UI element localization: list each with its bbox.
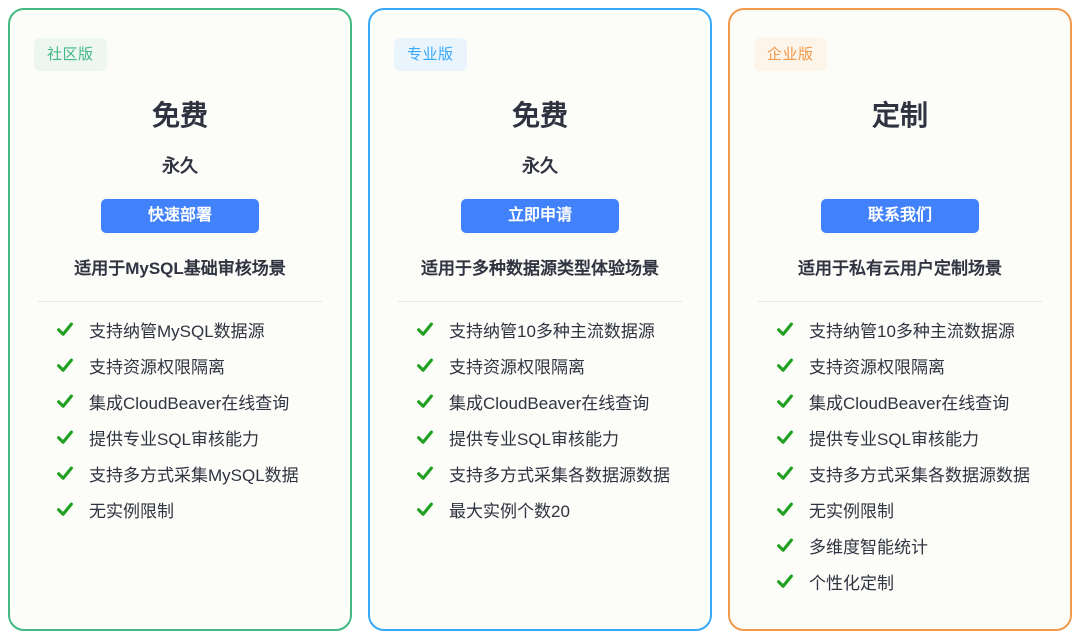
feature-item: 集成CloudBeaver在线查询	[56, 389, 326, 413]
feature-label: 支持纳管10多种主流数据源	[809, 321, 1015, 341]
check-icon	[57, 322, 73, 336]
feature-label: 提供专业SQL审核能力	[809, 429, 980, 449]
check-icon	[57, 502, 73, 516]
feature-label: 个性化定制	[809, 573, 894, 593]
feature-item: 集成CloudBeaver在线查询	[416, 389, 686, 413]
feature-item: 支持资源权限隔离	[416, 353, 686, 377]
feature-item: 个性化定制	[776, 569, 1046, 593]
price-duration: 永久	[162, 156, 198, 176]
feature-label: 无实例限制	[809, 501, 894, 521]
price-duration	[754, 153, 1046, 179]
check-icon	[777, 466, 793, 480]
price-title: 免费	[151, 100, 208, 131]
feature-item: 提供专业SQL审核能力	[776, 425, 1046, 449]
feature-label: 提供专业SQL审核能力	[89, 429, 260, 449]
pricing-card-professional: 专业版 免费 永久 立即申请 适用于多种数据源类型体验场景 支持纳管10多种主流…	[368, 8, 712, 631]
feature-label: 支持资源权限隔离	[809, 357, 945, 377]
scenario-description: 适用于多种数据源类型体验场景	[421, 259, 659, 278]
feature-item: 多维度智能统计	[776, 533, 1046, 557]
divider	[758, 301, 1042, 302]
check-icon	[777, 394, 793, 408]
check-icon	[57, 358, 73, 372]
edition-badge-enterprise: 企业版	[754, 38, 827, 71]
check-icon	[777, 538, 793, 552]
divider	[38, 301, 322, 302]
price-title: 定制	[871, 100, 928, 131]
feature-label: 支持资源权限隔离	[449, 357, 585, 377]
check-icon	[417, 430, 433, 444]
feature-item: 支持多方式采集MySQL数据	[56, 461, 326, 485]
edition-badge-community: 社区版	[34, 38, 107, 71]
edition-badge-professional: 专业版	[394, 38, 467, 71]
feature-list: 支持纳管10多种主流数据源 支持资源权限隔离 集成CloudBeaver在线查询…	[394, 317, 686, 533]
feature-label: 支持纳管10多种主流数据源	[449, 321, 655, 341]
price-title: 免费	[511, 100, 568, 131]
contact-us-button[interactable]: 联系我们	[821, 199, 979, 233]
check-icon	[417, 322, 433, 336]
feature-item: 支持资源权限隔离	[776, 353, 1046, 377]
check-icon	[777, 574, 793, 588]
feature-item: 提供专业SQL审核能力	[56, 425, 326, 449]
check-icon	[57, 430, 73, 444]
divider	[398, 301, 682, 302]
feature-item: 支持纳管10多种主流数据源	[776, 317, 1046, 341]
feature-item: 支持纳管MySQL数据源	[56, 317, 326, 341]
feature-label: 支持纳管MySQL数据源	[89, 321, 265, 341]
check-icon	[417, 358, 433, 372]
check-icon	[417, 502, 433, 516]
feature-label: 集成CloudBeaver在线查询	[89, 393, 290, 413]
feature-item: 支持多方式采集各数据源数据	[416, 461, 686, 485]
feature-item: 支持纳管10多种主流数据源	[416, 317, 686, 341]
feature-item: 支持资源权限隔离	[56, 353, 326, 377]
apply-now-button[interactable]: 立即申请	[461, 199, 619, 233]
feature-label: 集成CloudBeaver在线查询	[809, 393, 1010, 413]
feature-label: 多维度智能统计	[809, 537, 928, 557]
quick-deploy-button[interactable]: 快速部署	[101, 199, 259, 233]
pricing-card-enterprise: 企业版 定制 联系我们 适用于私有云用户定制场景 支持纳管10多种主流数据源 支…	[728, 8, 1072, 631]
check-icon	[57, 466, 73, 480]
feature-item: 无实例限制	[776, 497, 1046, 521]
feature-item: 提供专业SQL审核能力	[416, 425, 686, 449]
feature-label: 集成CloudBeaver在线查询	[449, 393, 650, 413]
feature-item: 无实例限制	[56, 497, 326, 521]
scenario-description: 适用于MySQL基础审核场景	[74, 259, 286, 278]
feature-item: 最大实例个数20	[416, 497, 686, 521]
feature-label: 支持多方式采集各数据源数据	[809, 465, 1030, 485]
feature-list: 支持纳管10多种主流数据源 支持资源权限隔离 集成CloudBeaver在线查询…	[754, 317, 1046, 605]
feature-label: 最大实例个数20	[449, 501, 570, 521]
feature-label: 支持多方式采集各数据源数据	[449, 465, 670, 485]
check-icon	[777, 502, 793, 516]
pricing-card-community: 社区版 免费 永久 快速部署 适用于MySQL基础审核场景 支持纳管MySQL数…	[8, 8, 352, 631]
check-icon	[417, 394, 433, 408]
check-icon	[777, 322, 793, 336]
feature-list: 支持纳管MySQL数据源 支持资源权限隔离 集成CloudBeaver在线查询 …	[34, 317, 326, 533]
feature-item: 支持多方式采集各数据源数据	[776, 461, 1046, 485]
scenario-description: 适用于私有云用户定制场景	[798, 259, 1002, 278]
feature-label: 无实例限制	[89, 501, 174, 521]
check-icon	[777, 430, 793, 444]
feature-label: 支持多方式采集MySQL数据	[89, 465, 299, 485]
feature-label: 提供专业SQL审核能力	[449, 429, 620, 449]
check-icon	[417, 466, 433, 480]
feature-label: 支持资源权限隔离	[89, 357, 225, 377]
check-icon	[57, 394, 73, 408]
price-duration: 永久	[522, 156, 558, 176]
check-icon	[777, 358, 793, 372]
feature-item: 集成CloudBeaver在线查询	[776, 389, 1046, 413]
